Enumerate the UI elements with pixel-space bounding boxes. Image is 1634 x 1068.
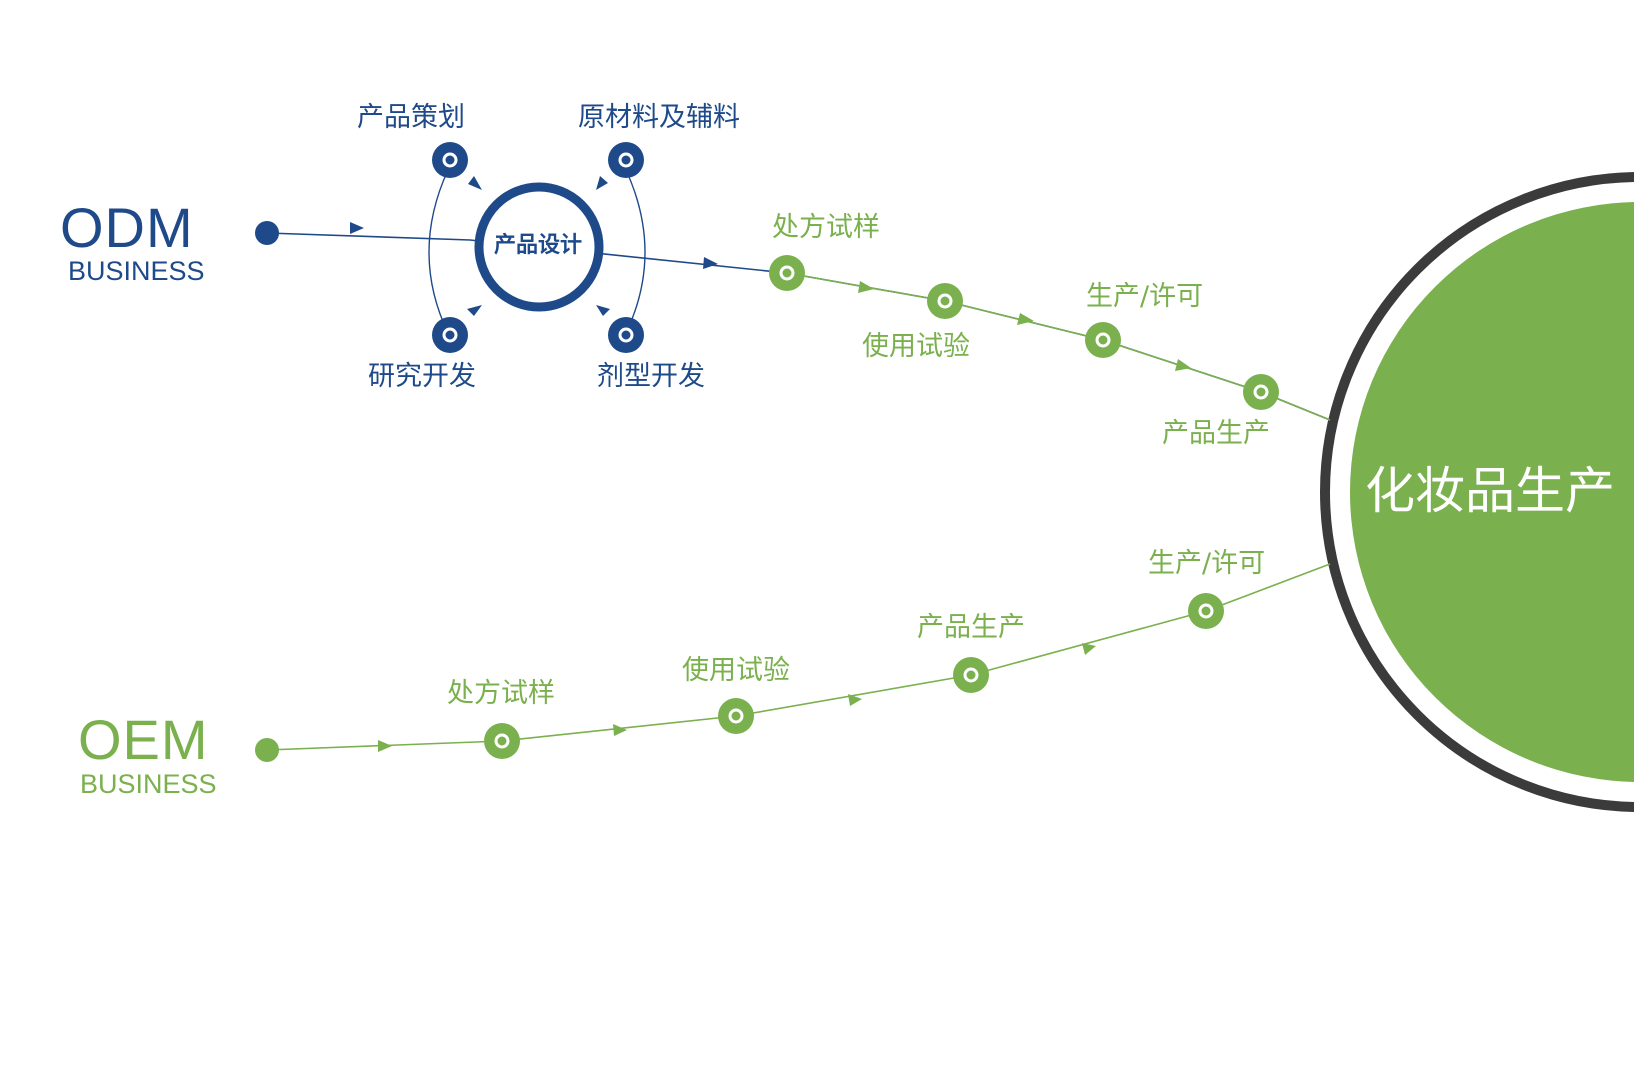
design-center-label: 产品设计	[494, 233, 583, 258]
oem-step-label: 产品生产	[917, 612, 1025, 643]
oem-step-node-icon	[718, 698, 754, 734]
oem-title: OEM	[78, 708, 209, 771]
odm-subtitle: BUSINESS	[68, 256, 205, 286]
odm-start-dot	[255, 221, 279, 245]
design-node-label: 原材料及辅料	[578, 102, 740, 133]
design-center-ring	[474, 182, 604, 312]
oem-step-label: 使用试验	[682, 655, 790, 686]
design-node-icon	[608, 317, 644, 353]
odm-step-label: 处方试样	[772, 212, 880, 243]
odm-step-node-icon	[1243, 374, 1279, 410]
arrow-icon	[1175, 359, 1191, 371]
odm-step-label: 生产/许可	[1086, 281, 1204, 312]
design-node-icon	[608, 142, 644, 178]
design-node-icon	[432, 142, 468, 178]
odm-step-label: 产品生产	[1162, 418, 1270, 449]
target-ring	[1320, 172, 1634, 812]
arrow-icon	[613, 724, 627, 736]
odm-step-node-icon	[1085, 322, 1121, 358]
oem-step-node-icon	[953, 657, 989, 693]
oem-step-label: 处方试样	[447, 678, 555, 709]
odm-step-node-icon	[927, 283, 963, 319]
design-orbit-right	[625, 169, 646, 334]
arrow-icon	[350, 222, 364, 234]
arrow-icon	[1017, 313, 1034, 325]
arrow-icon	[467, 305, 482, 316]
arrow-icon	[858, 281, 874, 293]
odm-title: ODM	[60, 196, 194, 259]
arrow-icon	[703, 257, 718, 269]
oem-start-dot	[255, 738, 279, 762]
target-label: 化妆品生产	[1365, 462, 1615, 520]
design-orbit-left	[428, 169, 449, 334]
arrow-icon	[468, 176, 482, 190]
oem-flow-line	[266, 563, 1331, 751]
arrow-icon	[1082, 643, 1096, 655]
arrow-icon	[378, 740, 392, 752]
arrow-icon	[596, 305, 610, 316]
arrow-icon	[848, 694, 862, 706]
design-node-label: 研究开发	[368, 361, 476, 392]
arrow-icon	[596, 176, 608, 190]
target-circle	[1350, 202, 1634, 782]
odm-step-label: 使用试验	[862, 331, 970, 362]
oem-step-node-icon	[1188, 593, 1224, 629]
oem-subtitle: BUSINESS	[80, 769, 217, 799]
odm-step-node-icon	[769, 255, 805, 291]
oem-step-label: 生产/许可	[1148, 548, 1266, 579]
design-node-label: 产品策划	[357, 102, 465, 133]
design-node-label: 剂型开发	[597, 361, 705, 392]
design-node-icon	[432, 317, 468, 353]
oem-step-node-icon	[484, 723, 520, 759]
